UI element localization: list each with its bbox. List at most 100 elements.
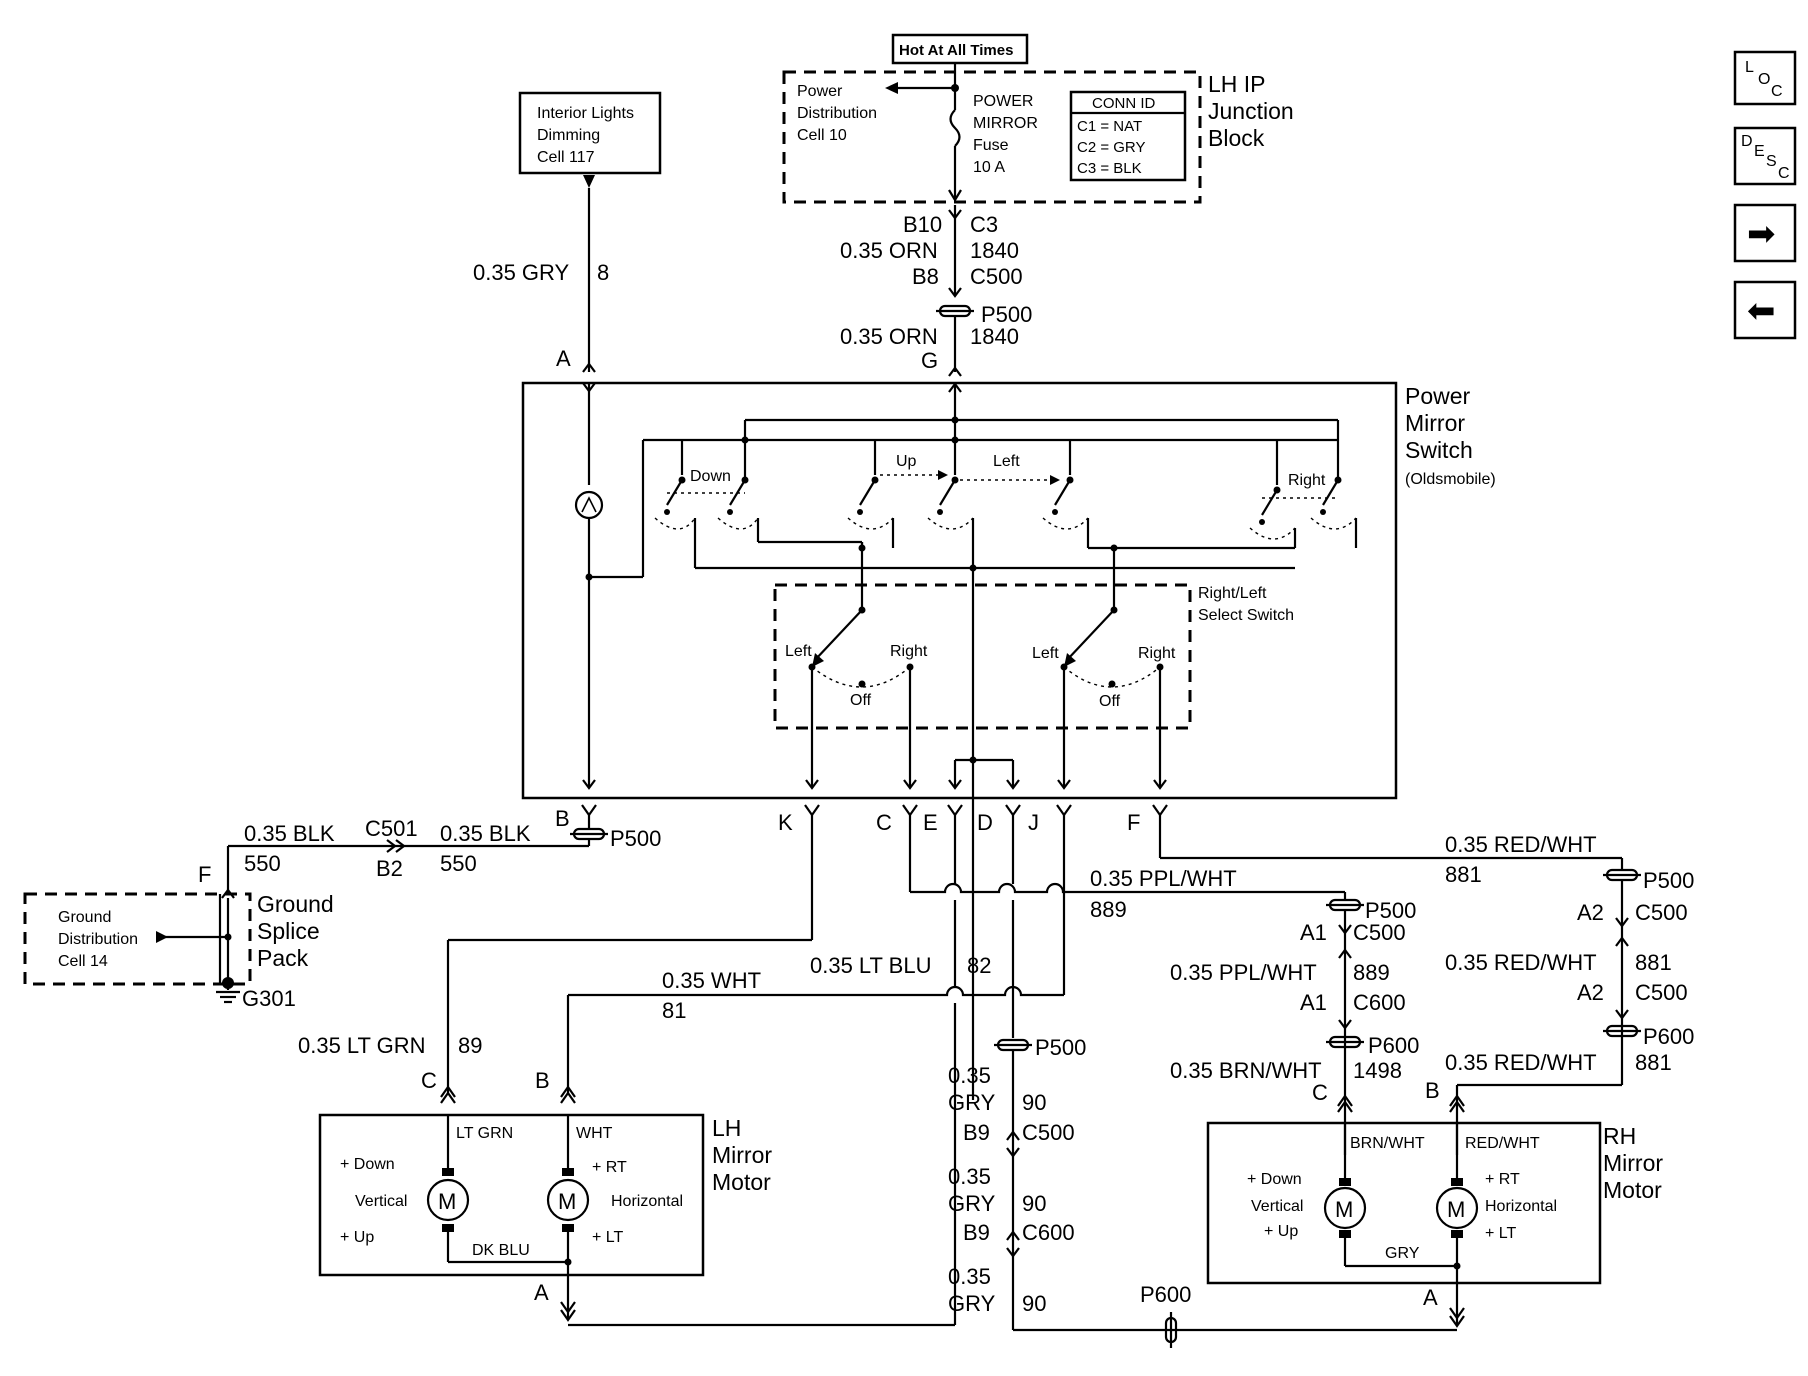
wire-blk-size-1: 0.35 BLK (244, 821, 335, 846)
rh-down-label: + Down (1247, 1171, 1302, 1188)
rh-vertical-label: Vertical (1251, 1198, 1303, 1215)
rh-conn-c500-3: C500 (1635, 980, 1688, 1005)
ground-distribution-outline (23, 892, 252, 986)
lh-horizontal-m: M (558, 1189, 576, 1214)
lh-motor-title-2: Mirror (712, 1142, 772, 1168)
ground-icon (216, 990, 240, 1004)
gry-color-3: GRY (948, 1291, 996, 1316)
lh-wire-wht: WHT (576, 1125, 613, 1142)
rh-conn-c500-2: C500 (1635, 900, 1688, 925)
rh-wire-red-circuit-2: 881 (1635, 950, 1672, 975)
desc-letter-4: C (1778, 165, 1790, 182)
gry-conn-c600: C600 (1022, 1220, 1075, 1245)
splice-pack-line-1: Ground (257, 891, 334, 917)
conn-id-title: CONN ID (1092, 95, 1156, 112)
pin-a-top: A (556, 346, 571, 371)
pin-k: K (778, 810, 793, 835)
rh-pin-c: C (1312, 1080, 1328, 1105)
pin-e: E (923, 810, 938, 835)
rh-vertical-m: M (1335, 1197, 1353, 1222)
wire-gry-circuit: 8 (597, 260, 609, 285)
wire-orn-size-1: 0.35 ORN (840, 238, 938, 263)
ground-dist-line-3: Cell 14 (58, 953, 108, 970)
lh-wire-ltgrn: LT GRN (456, 1125, 513, 1142)
hot-at-all-times-label: Hot At All Times (899, 42, 1013, 59)
select-left-label-1: Left (785, 643, 812, 660)
ground-dist-line-1: Ground (58, 909, 111, 926)
interior-lights-line-2: Dimming (537, 127, 600, 144)
wire-blk-size-2: 0.35 BLK (440, 821, 531, 846)
lh-vertical-motor-icon (426, 1178, 470, 1222)
wire-ltblu-circuit: 82 (967, 953, 991, 978)
rh-wire-red-size-2: 0.35 RED/WHT (1445, 950, 1597, 975)
interior-lights-line-1: Interior Lights (537, 105, 634, 122)
switch-title-2: Mirror (1405, 410, 1465, 436)
switch-title-3: Switch (1405, 437, 1473, 463)
prev-page-button[interactable]: ⬅ (1733, 280, 1797, 340)
pin-f-ground: F (198, 862, 211, 887)
gry-conn-b9-2: B9 (963, 1220, 990, 1245)
junction-block-line-3: Block (1208, 125, 1265, 151)
rh-pin-a: A (1423, 1285, 1438, 1310)
wire-ppl-size: 0.35 PPL/WHT (1090, 866, 1237, 891)
lh-lt-label: + LT (592, 1229, 624, 1246)
rh-conn-a1-1: A1 (1300, 920, 1327, 945)
select-off-label-2: Off (1099, 693, 1121, 710)
rh-conn-c600: C600 (1353, 990, 1406, 1015)
wire-orn-size-2: 0.35 ORN (840, 324, 938, 349)
rh-p600-a: P600 (1368, 1033, 1419, 1058)
rh-mirror-motor-outline (1206, 1121, 1602, 1285)
rh-horizontal-motor-icon (1435, 1186, 1479, 1230)
conn-c3: C3 (970, 212, 998, 237)
pin-g: G (921, 348, 938, 373)
desc-button[interactable]: D E S C (1733, 126, 1797, 186)
conn-id-row-2: C2 = GRY (1077, 139, 1146, 156)
fuse-line-2: MIRROR (973, 115, 1038, 132)
junction-block-line-1: LH IP (1208, 71, 1266, 97)
loc-letter-2: O (1758, 71, 1770, 88)
interior-lights-line-3: Cell 117 (537, 149, 595, 166)
conn-b8: B8 (912, 264, 939, 289)
next-page-button[interactable]: ➡ (1733, 203, 1797, 263)
power-dist-line-3: Cell 10 (797, 127, 847, 144)
wire-wht-circuit: 81 (662, 998, 686, 1023)
conn-id-row-1: C1 = NAT (1077, 118, 1142, 135)
rh-conn-a2-2: A2 (1577, 980, 1604, 1005)
fuse-icon (949, 109, 961, 147)
pin-c-switch: C (876, 810, 892, 835)
rh-wire-brnwht: BRN/WHT (1350, 1135, 1425, 1152)
fuse-line-1: POWER (973, 93, 1033, 110)
lh-pin-b: B (535, 1068, 550, 1093)
rh-pin-b: B (1425, 1078, 1440, 1103)
rh-wire-ppl-size: 0.35 PPL/WHT (1170, 960, 1317, 985)
gry-conn-c500: C500 (1022, 1120, 1075, 1145)
rh-horizontal-label: Horizontal (1485, 1198, 1557, 1215)
lh-horizontal-label: Horizontal (611, 1193, 683, 1210)
rh-wire-red-size-3: 0.35 RED/WHT (1445, 1050, 1597, 1075)
lh-rt-label: + RT (592, 1159, 627, 1176)
ground-dist-line-2: Distribution (58, 931, 138, 948)
rh-vertical-motor-icon (1323, 1186, 1367, 1230)
select-switch-line-2: Select Switch (1198, 607, 1294, 624)
gry-conn-b9-1: B9 (963, 1120, 990, 1145)
gry-circuit-3: 90 (1022, 1291, 1046, 1316)
conn-b10: B10 (903, 212, 942, 237)
conn-b2: B2 (376, 856, 403, 881)
wire-blk-circuit-2: 550 (440, 851, 477, 876)
loc-button[interactable]: L O C (1733, 50, 1797, 106)
bottom-pin-arrows (805, 779, 1167, 790)
wire-orn-circuit-1: 1840 (970, 238, 1019, 263)
gry-size-1: 0.35 (948, 1063, 991, 1088)
wire-orn-circuit-2: 1840 (970, 324, 1019, 349)
wire-redwht-circuit: 881 (1445, 862, 1482, 887)
rh-wire-brn-size: 0.35 BRN/WHT (1170, 1058, 1322, 1083)
lh-pin-c: C (421, 1068, 437, 1093)
pin-forks (581, 804, 1168, 817)
arrow-right-icon: ➡ (1747, 214, 1776, 254)
pin-b-switch: B (555, 806, 570, 831)
select-right-label-1: Right (890, 643, 928, 660)
gry-p600-label: P600 (1140, 1282, 1191, 1307)
wire-gry-size: 0.35 GRY (473, 260, 570, 285)
lh-vertical-label: Vertical (355, 1193, 407, 1210)
